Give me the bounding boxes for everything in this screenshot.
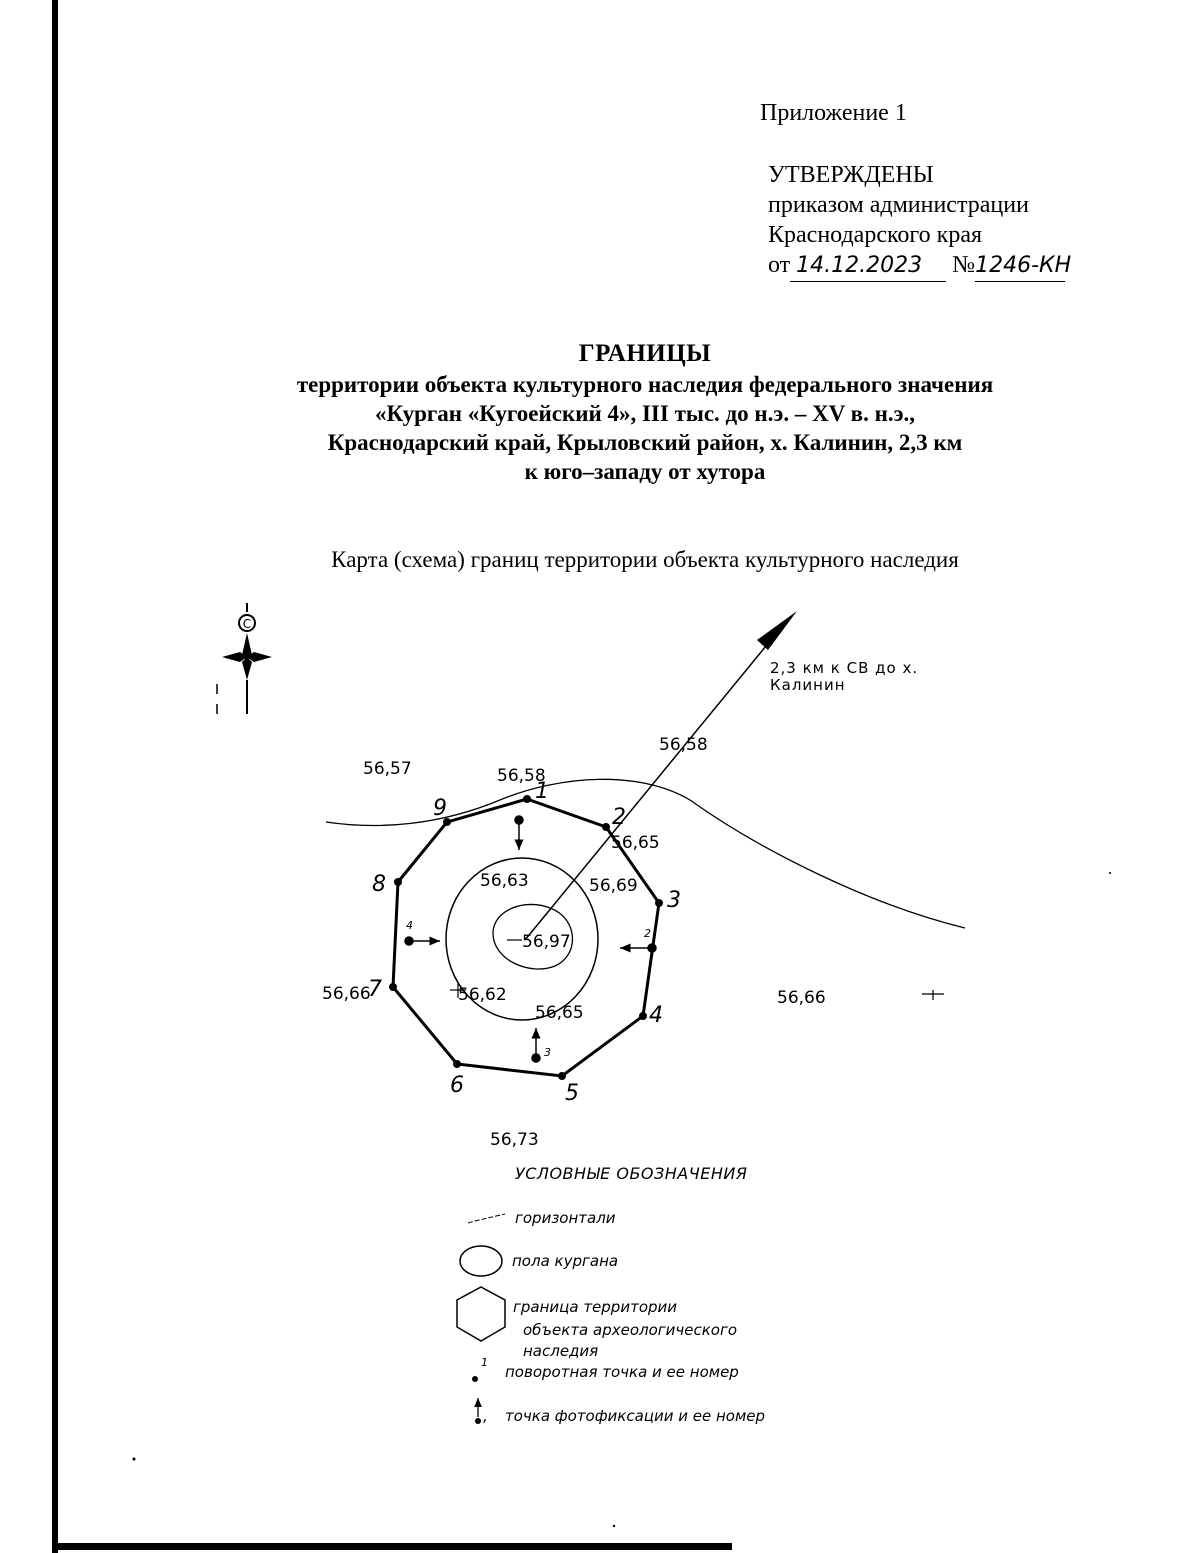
direction-label-line1: 2,3 км к СВ до х. [770,659,918,677]
elevation-label: 56,65 [535,1003,584,1023]
title-heading: ГРАНИЦЫ [578,340,712,367]
date-prefix: от [768,252,791,278]
turn-point-label: 6 [450,1073,464,1098]
elevation-label: 56,58 [497,766,546,786]
legend-boundary-symbol [456,1286,506,1342]
legend-contours: горизонтали [515,1209,616,1227]
legend-turn-point: поворотная точка и ее номер [505,1363,739,1381]
scan-speck [612,1524,616,1528]
number-prefix: № [952,252,976,278]
elevation-label: 56,66 [777,988,826,1008]
elevation-label: 56,69 [589,876,638,896]
legend-boundary-line2: объекта археологического [523,1321,737,1339]
turn-point-label: 9 [433,796,447,821]
order-date: 14.12.2023 [790,251,947,282]
order-number: 1246-КН [975,251,1071,282]
legend: УСЛОВНЫЕ ОБОЗНАЧЕНИЯ горизонтали пола ку… [456,1164,765,1425]
direction-arrow [524,611,797,941]
photo-points [404,815,657,1063]
legend-mound-base: пола кургана [512,1252,618,1270]
approval-block: УТВЕРЖДЕНЫ приказом администрации Красно… [768,160,1071,282]
left-margin-rule [52,0,58,1553]
title-line2: «Курган «Кугоейский 4», III тыс. до н.э.… [374,401,916,426]
elevation-label: 56,62 [458,985,507,1005]
legend-boundary-line3: наследия [523,1342,598,1360]
legend-turn-point-number: 1 [481,1356,488,1369]
legend-boundary-line1: граница территории [513,1298,677,1316]
legend-photo-point-symbol [475,1418,481,1424]
turn-point-label: 3 [667,888,681,913]
title-line4: к юго–западу от хутора [524,459,766,484]
approved-by-line2: Краснодарского края [768,222,983,248]
map-caption: Карта (схема) границ территории объекта … [331,547,959,572]
legend-title: УСЛОВНЫЕ ОБОЗНАЧЕНИЯ [515,1164,747,1183]
contour-line [325,778,966,929]
turn-point-label: 1 [535,779,549,804]
elevation-label: 56,73 [490,1130,539,1150]
elevation-label: 56,97 [522,932,571,952]
scan-speck [132,1457,136,1461]
svg-text:,: , [483,1407,488,1425]
legend-contour-symbol [467,1213,506,1224]
mound-base-outer [445,857,599,1021]
compass-letter: С [243,617,251,631]
title-line1: территории объекта культурного наследия … [296,372,994,397]
title-line3: Краснодарский край, Крыловский район, х.… [327,430,963,455]
mound-top-contour [492,903,574,970]
turn-point-label: 7 [368,977,382,1002]
scan-speck [1109,872,1111,874]
annex-label: Приложение 1 [760,100,907,126]
turn-point-label: 2 [612,805,626,830]
elevation-label: 56,57 [363,759,412,779]
elevation-label: 56,58 [659,735,708,755]
elevation-label: 56,63 [480,871,529,891]
photo-point-label: 3 [544,1046,551,1059]
legend-photo-point: точка фотофиксации и ее номер [505,1407,765,1425]
turn-point-label: 4 [649,1003,663,1028]
north-compass-icon: С [216,603,272,714]
approved-heading: УТВЕРЖДЕНЫ [768,162,934,188]
turn-point-label: 8 [372,872,386,897]
elevation-label: 56,66 [322,984,371,1004]
bottom-margin-rule [52,1543,732,1550]
turn-point-markers [389,795,663,1080]
direction-label-line2: Калинин [770,676,846,694]
document-title: ГРАНИЦЫ территории объекта культурного н… [200,338,1090,486]
survey-marks [450,939,944,1000]
territory-boundary [391,797,661,1078]
approved-by-line1: приказом администрации [768,192,1029,218]
photo-point-label: 4 [406,919,413,932]
legend-turn-point-symbol [472,1376,478,1382]
legend-mound-symbol [459,1245,503,1277]
elevation-label: 56,65 [611,833,660,853]
photo-point-label: 2 [644,927,651,940]
turn-point-label: 5 [565,1081,579,1106]
